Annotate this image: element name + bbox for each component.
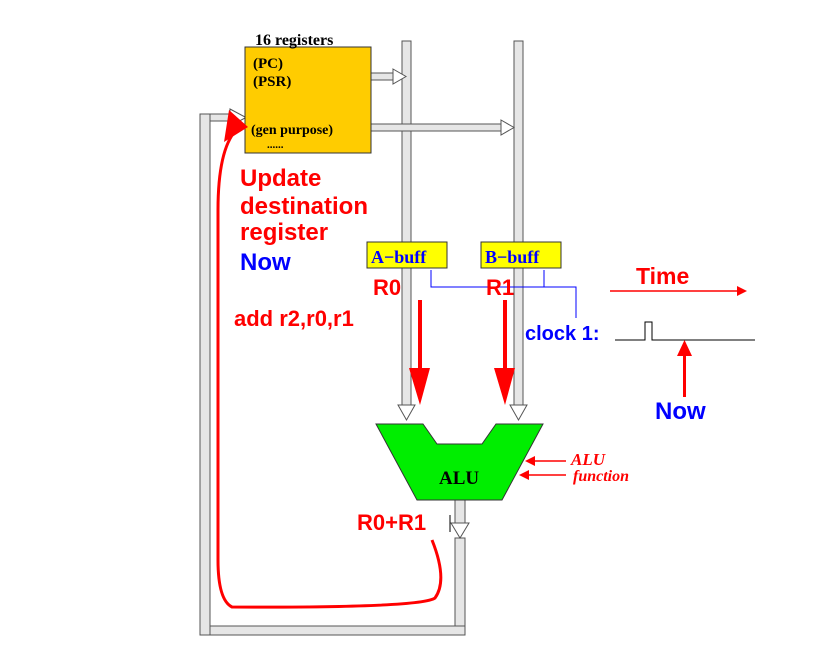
clock-waveform (615, 321, 755, 341)
a-buff: A−buff (366, 241, 448, 269)
alu-output-arrow (450, 499, 470, 539)
instruction-label: add r2,r0,r1 (234, 306, 354, 331)
alu: ALU (375, 423, 544, 501)
register-psr-label: (PSR) (253, 74, 291, 90)
time-label: Time (636, 263, 689, 289)
b-buff-label: B−buff (485, 247, 540, 267)
bus-b (509, 40, 528, 422)
clock-control-lines (430, 270, 577, 318)
alu-function-label-2: function (573, 468, 629, 485)
register-gen-purpose-label: (gen purpose) (251, 123, 333, 138)
r1-operand-arrow (494, 300, 515, 405)
register-file: 16 registers (PC) (PSR) (gen purpose) ..… (244, 32, 372, 154)
r0-operand-arrow (409, 300, 430, 405)
now-right-label: Now (655, 398, 706, 425)
register-pc-label: (PC) (253, 56, 283, 72)
b-buff: B−buff (480, 241, 562, 269)
gen-purpose-output-arrow (369, 119, 516, 136)
a-buff-label: A−buff (371, 247, 427, 267)
writeback-bus (199, 108, 466, 636)
alu-function-label-1: ALU (570, 450, 606, 469)
result-writeback-arrow (216, 110, 443, 609)
bus-a (397, 40, 416, 422)
now-right-arrow (677, 340, 692, 397)
r0-label: R0 (373, 275, 401, 300)
register-ellipsis: ...... (267, 139, 284, 151)
pc-output-arrow (369, 68, 408, 85)
clock-label: clock 1: (525, 323, 599, 345)
alu-label: ALU (439, 468, 479, 489)
sum-label: R0+R1 (357, 510, 426, 535)
now-left-label: Now (240, 249, 291, 276)
update-text-line-2: destination (240, 193, 368, 220)
alu-function-arrows (519, 456, 566, 480)
update-text-line-3: register (240, 219, 328, 246)
r1-label: R1 (486, 275, 514, 300)
update-text-line-1: Update (240, 165, 321, 192)
register-file-title: 16 registers (255, 32, 333, 49)
